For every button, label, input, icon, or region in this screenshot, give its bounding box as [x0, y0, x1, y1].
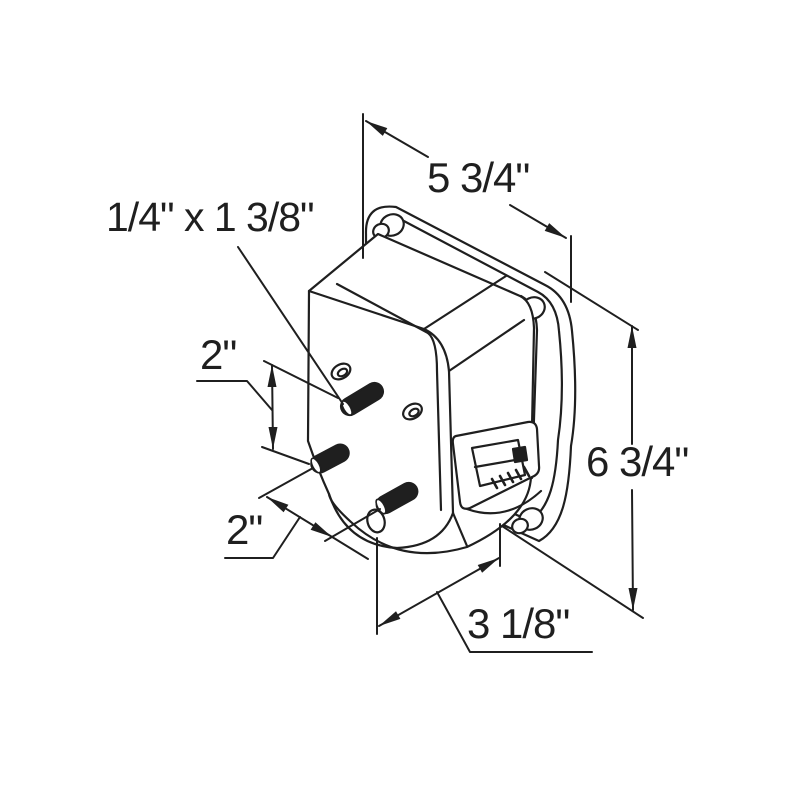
mounting-stud-bottom: [375, 481, 419, 515]
dimension-lines: [196, 113, 644, 653]
dim-label-stud-spacing-upper: 2": [200, 331, 237, 378]
dim-body-depth: [376, 523, 593, 653]
back-face-bottom-arc: [327, 492, 455, 550]
dim-label-stud-size: 1/4" x 1 3/8": [106, 194, 315, 240]
back-face-hole-upper: [330, 362, 352, 381]
top-face-right-edge: [422, 274, 508, 331]
recess-lip: [465, 489, 543, 515]
right-face-top-edge: [447, 318, 526, 373]
flange-corner-stud-top-left: [372, 213, 405, 240]
dim-label-stud-spacing-lower: 2": [226, 506, 263, 553]
connector-pin: [511, 445, 529, 464]
dimension-arrowheads: [267, 121, 638, 626]
grommet-ring: [366, 508, 386, 534]
mounting-stud-top: [339, 381, 385, 417]
connector-recess: [451, 420, 543, 515]
dim-label-body-depth: 3 1/8": [467, 600, 570, 647]
back-face-top-edge: [307, 289, 426, 331]
flange-corner-stud-bottom-right: [511, 507, 544, 535]
back-face-hole-lower: [402, 402, 423, 421]
dim-label-flange-width: 5 3/4": [427, 154, 530, 201]
dim-label-flange-height: 6 3/4": [586, 438, 689, 485]
connector-plug: [470, 438, 527, 488]
leader-stud-size: [237, 246, 344, 405]
mounting-studs: [310, 362, 423, 534]
